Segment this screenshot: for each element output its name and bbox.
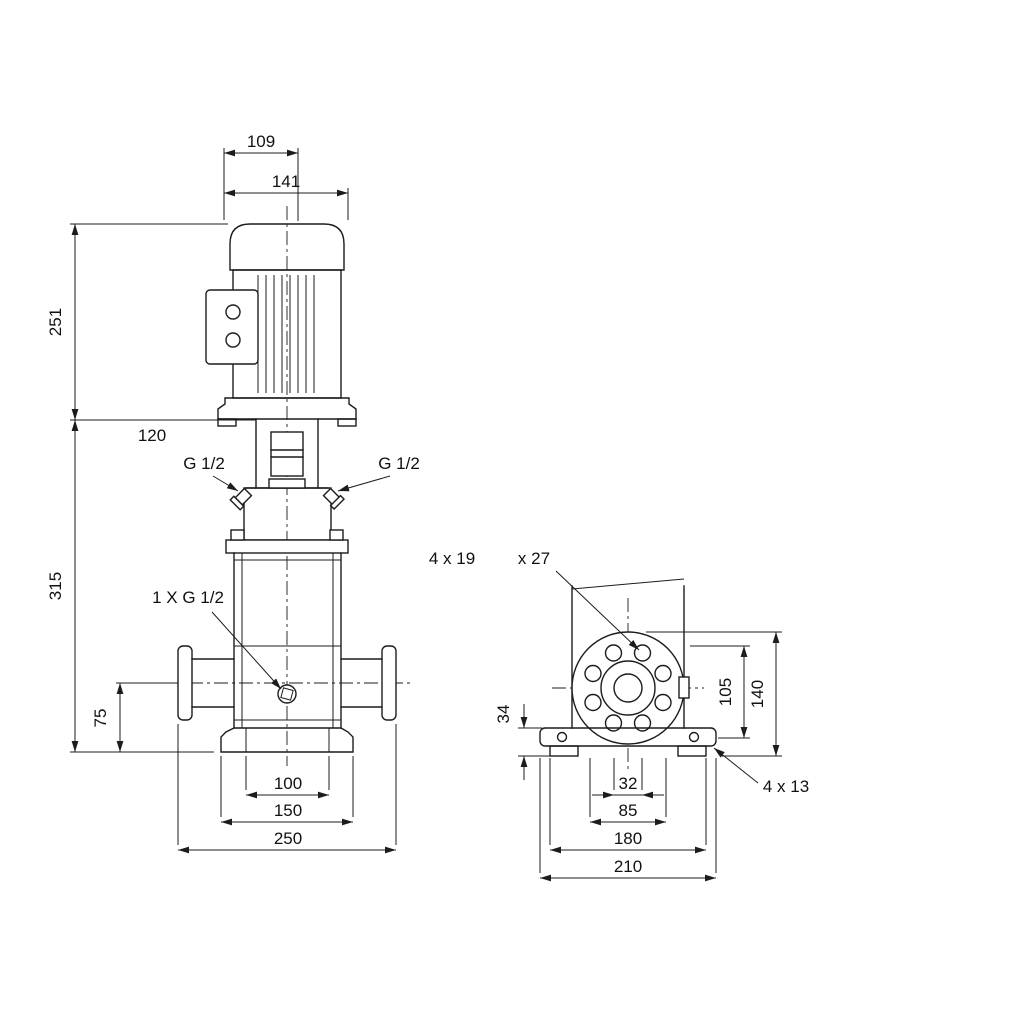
foundation-hole (688, 731, 700, 743)
dimension-250: 250 (177, 724, 397, 854)
side-body (571, 578, 685, 729)
base-holes-label: 4 x 13 (763, 777, 809, 796)
dimension-315: 315 (46, 420, 214, 753)
dimension-210: 210 (539, 758, 717, 882)
dim-label-120: 120 (138, 426, 166, 445)
dimension-109: 109 (223, 132, 299, 221)
dim-label-100: 100 (274, 774, 302, 793)
vent-plug-left (229, 487, 253, 511)
drain-label: 1 X G 1/2 (152, 588, 224, 607)
cable-gland (225, 332, 241, 348)
bolt-hole-callout: 4 x 19 x 27 (429, 549, 640, 651)
suction-flange (177, 645, 235, 721)
flange-bolt-holes (584, 644, 672, 732)
dim-label-251: 251 (46, 308, 65, 336)
flange-holes-label: 4 x 19 (429, 549, 475, 568)
port-flange-face (571, 631, 690, 745)
dimension-180: 180 (549, 758, 707, 854)
base-foot (549, 745, 579, 757)
dim-label-140: 140 (748, 680, 767, 708)
cable-gland (225, 304, 241, 320)
base-plate (539, 727, 717, 757)
flange-holes-depth-label: x 27 (518, 549, 550, 568)
dim-label-315: 315 (46, 572, 65, 600)
dimension-141: 141 (224, 172, 349, 220)
dimension-100: 100 (245, 756, 330, 799)
port-bore (613, 673, 643, 703)
dim-label-32: 32 (619, 774, 638, 793)
head-flange (225, 539, 349, 554)
dim-label-75: 75 (91, 709, 110, 728)
dim-label-85: 85 (619, 801, 638, 820)
dim-label-34: 34 (494, 705, 513, 724)
dimension-251: 251 (46, 223, 256, 421)
side-view: 4 x 19 x 27 34 105 140 4 x 13 (429, 549, 809, 882)
chamber-stack (233, 552, 342, 729)
dimension-105: 105 (690, 645, 750, 739)
side-plug (678, 676, 690, 699)
dim-label-141: 141 (272, 172, 300, 191)
plug-label-right: G 1/2 (378, 454, 420, 473)
vent-plug-right (322, 487, 346, 511)
front-view: 109 141 251 120 315 75 (46, 132, 420, 854)
drain-callout: 1 X G 1/2 (152, 588, 282, 690)
motor-cooling-ribs (257, 275, 315, 393)
drain-plug (277, 684, 297, 704)
dimension-75: 75 (91, 682, 174, 752)
pump-base (220, 727, 354, 753)
terminal-box (205, 289, 259, 365)
plug-label-left: G 1/2 (183, 454, 225, 473)
dim-label-210: 210 (614, 857, 642, 876)
foundation-hole-callout: 4 x 13 (713, 747, 809, 796)
dim-label-109: 109 (247, 132, 275, 151)
staybolt-nut (329, 529, 344, 541)
plug-callout-left: G 1/2 (183, 454, 239, 492)
dimension-140: 140 (646, 631, 782, 757)
motor (205, 223, 357, 427)
coupling-stool (245, 418, 329, 489)
discharge-flange (340, 645, 397, 721)
pump-head (225, 478, 349, 554)
dimension-34: 34 (494, 704, 552, 780)
dimension-32: 32 (592, 758, 664, 799)
dimension-150: 150 (220, 756, 354, 826)
dim-label-250: 250 (274, 829, 302, 848)
base-foot (677, 745, 707, 757)
dim-label-180: 180 (614, 829, 642, 848)
dim-label-150: 150 (274, 801, 302, 820)
foundation-hole (556, 731, 568, 743)
staybolt-nut (230, 529, 245, 541)
dimension-85: 85 (589, 758, 667, 826)
coupling (270, 431, 304, 477)
plug-callout-right: G 1/2 (337, 454, 420, 492)
dim-label-105: 105 (716, 678, 735, 706)
